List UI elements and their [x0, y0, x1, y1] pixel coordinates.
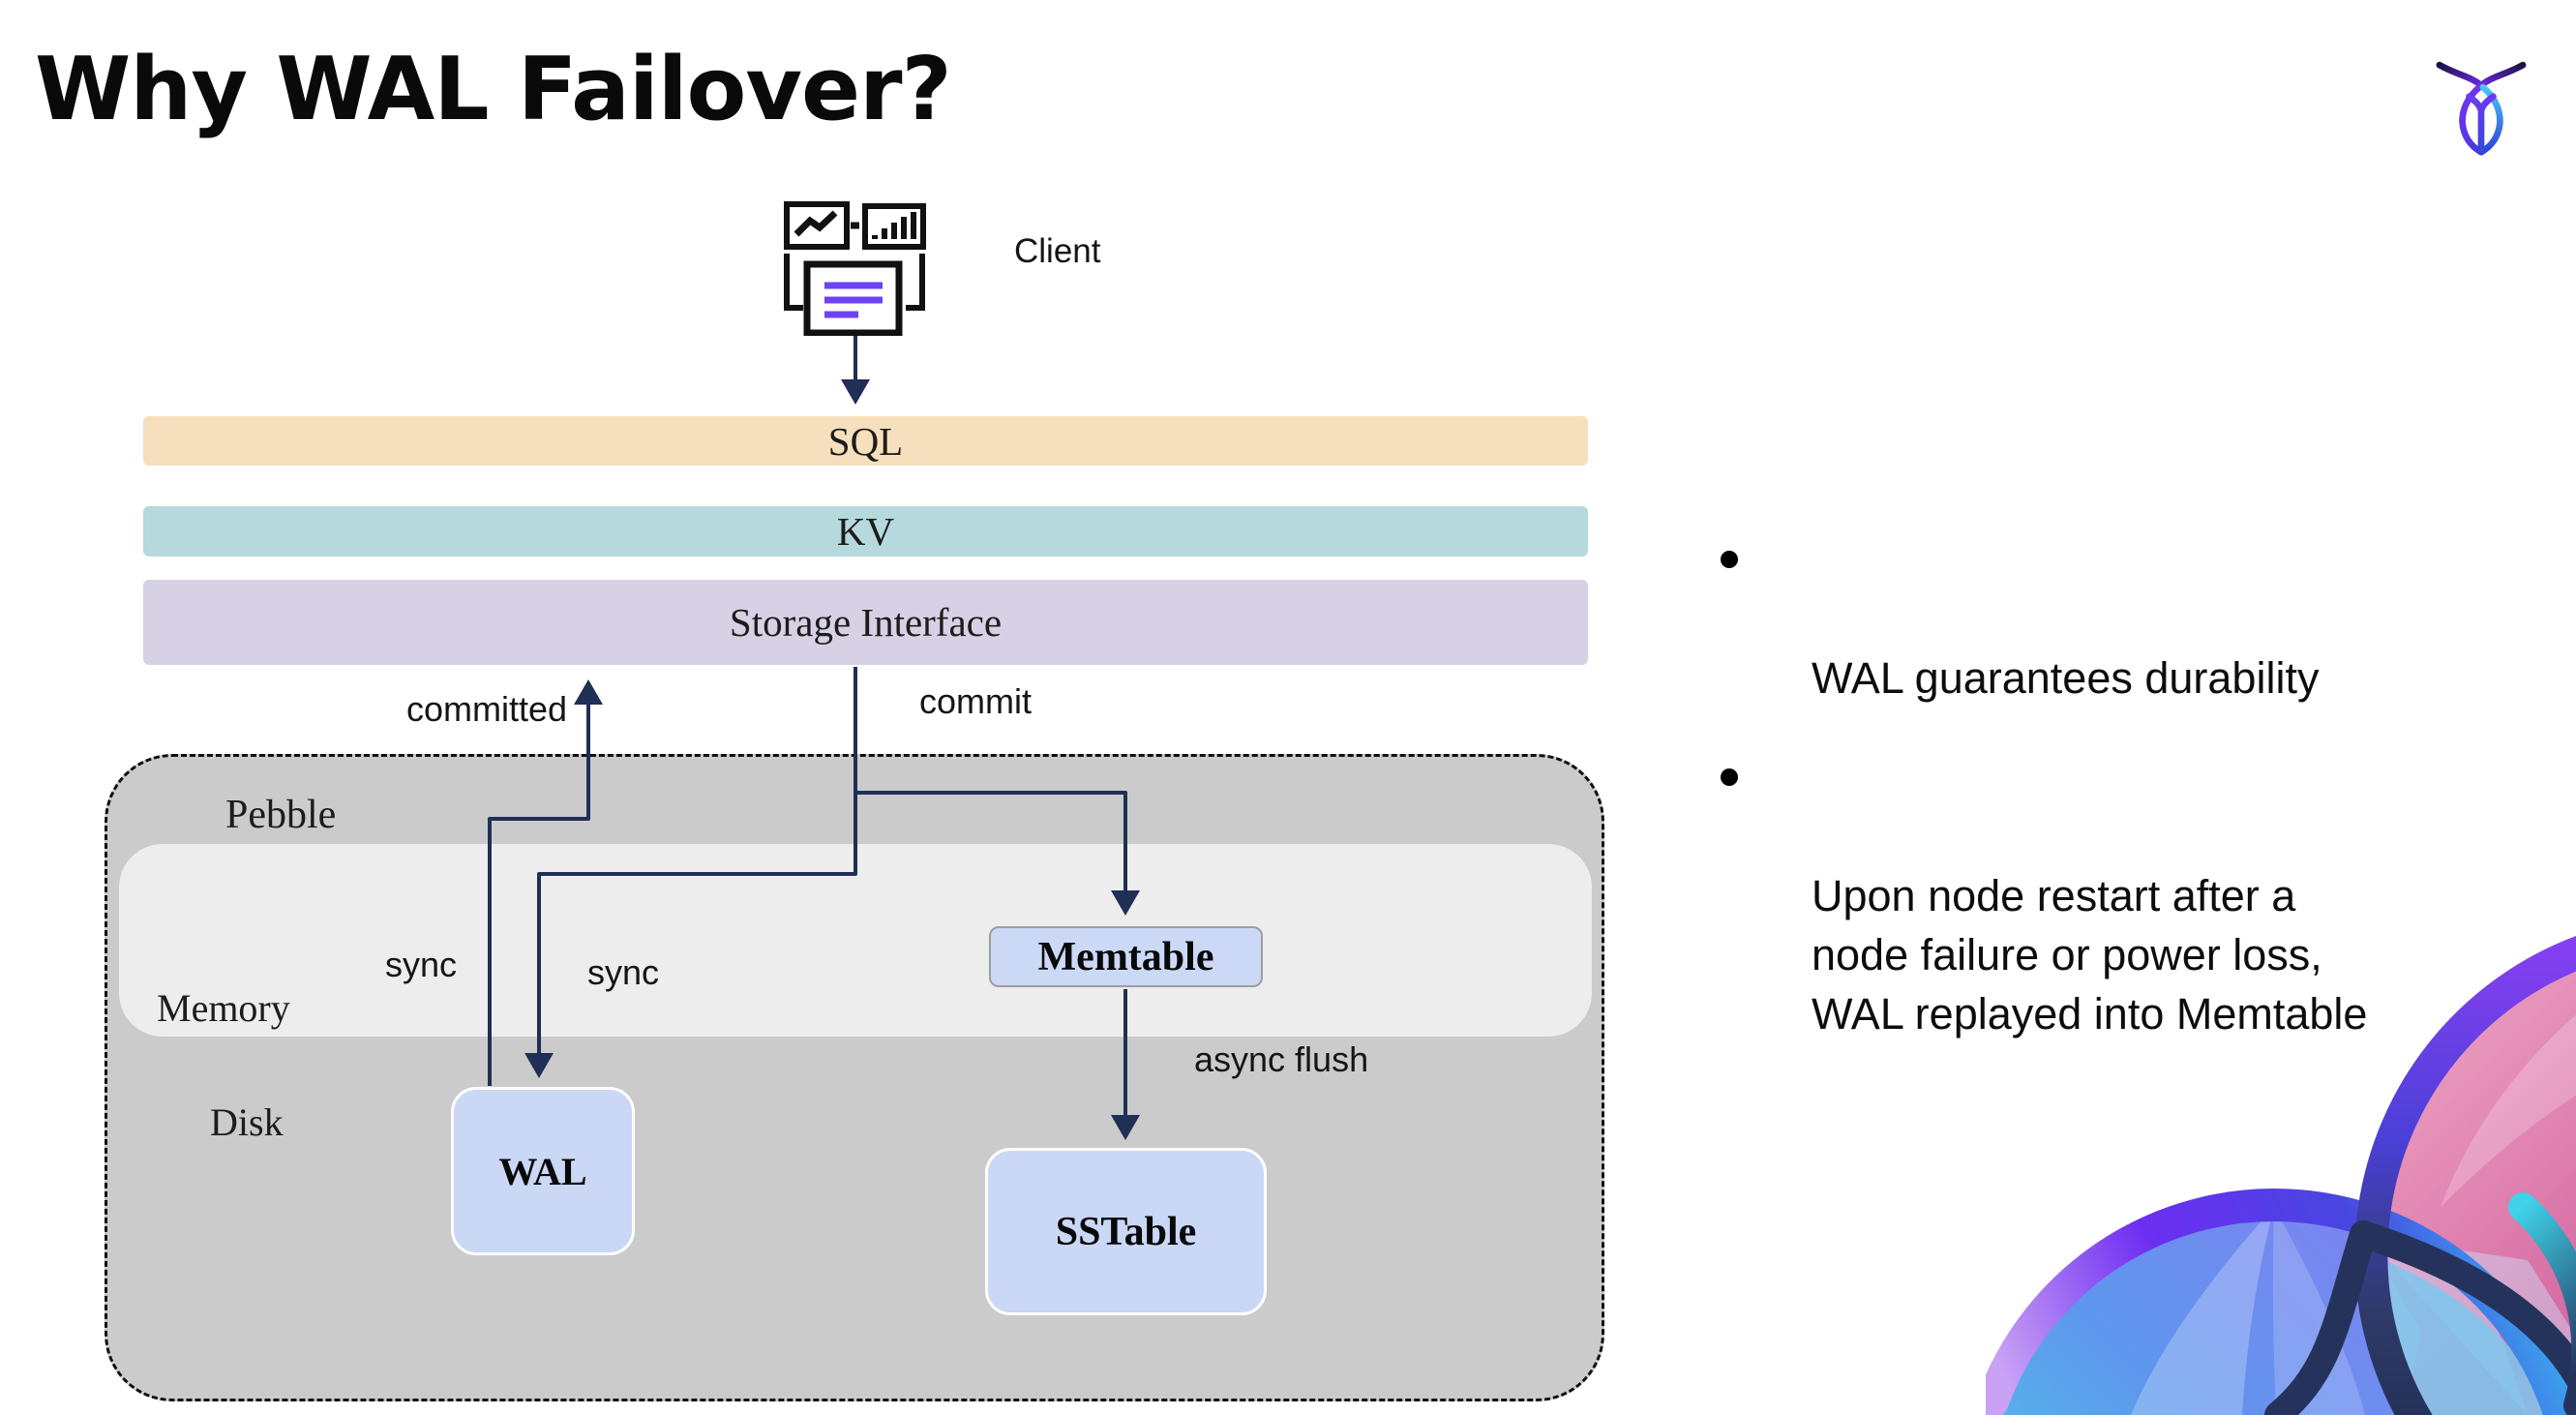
sstable-node-label: SSTable	[1055, 1209, 1197, 1254]
sync-edge-label-left: sync	[385, 945, 458, 984]
logo-antenna-left	[2436, 61, 2485, 89]
client-dashboard-icon	[784, 201, 926, 336]
page-title: Why WAL Failover?	[35, 39, 952, 140]
commit-edge-label: commit	[919, 681, 1032, 721]
sstable-node: SSTable	[985, 1148, 1267, 1315]
layer-bar-kv: KV	[143, 506, 1588, 557]
bullet-list: WAL guarantees durability Upon node rest…	[1713, 530, 2545, 1084]
layer-bar-storage: Storage Interface	[143, 580, 1588, 665]
committed-edge-label: committed	[406, 689, 568, 729]
memtable-node-label: Memtable	[1037, 934, 1214, 979]
logo-antenna-right	[2477, 61, 2527, 89]
bullet-item: Upon node restart after a node failure o…	[1713, 748, 2545, 1043]
layer-bar-sql-label: SQL	[827, 418, 904, 464]
wal-node-label: WAL	[498, 1149, 587, 1193]
bullet-item: WAL guarantees durability	[1713, 530, 2545, 708]
document-text-lines	[824, 282, 883, 318]
layer-bar-storage-label: Storage Interface	[729, 600, 1003, 645]
brand-fan-wedges	[2366, 1236, 2576, 1415]
bullet-text: Upon node restart after a node failure o…	[1812, 871, 2368, 1039]
client-label: Client	[1014, 232, 1101, 270]
brand-leaf-fill	[2371, 1255, 2547, 1415]
bullet-dot-icon	[1721, 768, 1738, 786]
brand-leaf-veins	[2264, 1192, 2576, 1415]
memtable-node: Memtable	[989, 926, 1263, 987]
sync-edge-label-right: sync	[587, 952, 660, 992]
bullet-text: WAL guarantees durability	[1812, 653, 2320, 703]
bar-chart-bars	[872, 212, 916, 239]
pebble-label: Pebble	[225, 793, 337, 837]
cockroachdb-logo-icon	[2436, 61, 2527, 156]
logo-inner-y	[2466, 93, 2497, 154]
disk-region-label: Disk	[210, 1100, 284, 1144]
right-bracket-icon	[906, 254, 925, 311]
memory-region	[119, 844, 1592, 1037]
layer-bar-sql: SQL	[143, 416, 1588, 466]
brand-blue-orb	[1988, 1204, 2561, 1415]
line-chart-icon	[784, 201, 850, 250]
brand-purple-arc	[1986, 1189, 2576, 1415]
async-flush-edge-label: async flush	[1194, 1039, 1369, 1079]
bullet-dot-icon	[1721, 551, 1738, 568]
left-bracket-icon	[784, 254, 803, 311]
memory-region-label: Memory	[157, 986, 290, 1030]
wal-node: WAL	[451, 1087, 635, 1255]
layer-bar-kv-label: KV	[836, 509, 895, 554]
